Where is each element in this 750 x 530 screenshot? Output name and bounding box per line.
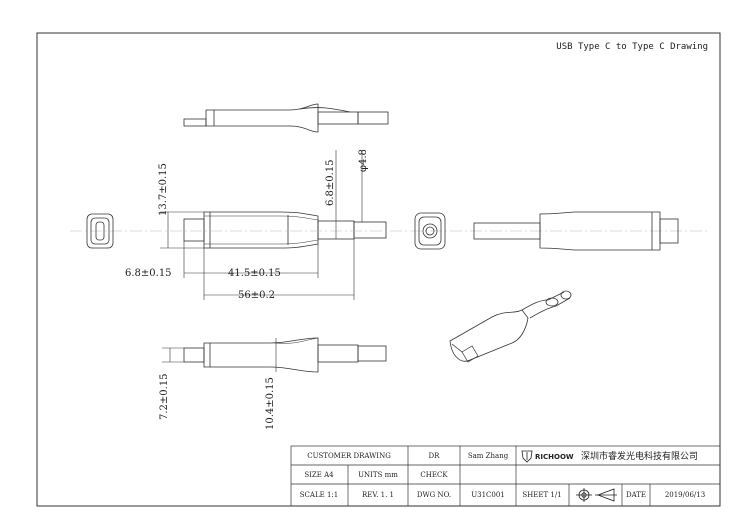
company-name: 深圳市睿发光电科技有限公司	[581, 450, 698, 462]
check-label: CHECK	[420, 471, 448, 479]
plug-end-view	[86, 213, 114, 249]
dwg-number: U31C001	[471, 491, 505, 499]
date-label: DATE	[626, 491, 646, 499]
cable-end-view	[414, 212, 446, 250]
units-label: UNITS mm	[358, 471, 398, 479]
projection-symbol-icon	[576, 488, 617, 502]
customer-drawing-label: CUSTOMER DRAWING	[307, 452, 391, 460]
date-value: 2019/06/13	[665, 491, 705, 499]
isometric-view	[449, 290, 572, 363]
dr-name: Sam Zhang	[468, 452, 509, 460]
top-view	[183, 103, 389, 133]
sheet-label: SHEET 1/1	[522, 491, 561, 499]
dim-height-left: 13.7±0.15	[158, 163, 169, 216]
dim-body-height: 10.4±0.15	[265, 377, 276, 430]
front-view	[183, 211, 387, 249]
company-logo: RICHOOW	[521, 450, 574, 463]
dim-cable-dia: φ4.8	[358, 149, 369, 172]
dr-label: DR	[429, 452, 441, 460]
drawing-title: USB Type C to Type C Drawing	[556, 42, 708, 52]
mirrored-view	[473, 211, 679, 251]
scale-label: SCALE 1:1	[300, 491, 338, 499]
company-logo-text: RICHOOW	[535, 453, 574, 461]
dim-height-mid: 6.8±0.15	[325, 159, 336, 206]
dim-body-len: 41.5±0.15	[228, 268, 281, 279]
dim-plug-height: 7.2±0.15	[159, 373, 170, 420]
rev-label: REV. 1. 1	[362, 491, 394, 499]
bottom-dimension-lines	[162, 338, 277, 372]
dim-total-len: 56±0.2	[238, 290, 275, 301]
dwg-label: DWG NO.	[417, 491, 451, 499]
bottom-view	[183, 337, 387, 373]
size-label: SIZE A4	[304, 471, 334, 479]
dim-plug-len: 6.8±0.15	[125, 268, 172, 279]
title-block	[290, 445, 721, 507]
dimension-lines	[160, 150, 363, 300]
